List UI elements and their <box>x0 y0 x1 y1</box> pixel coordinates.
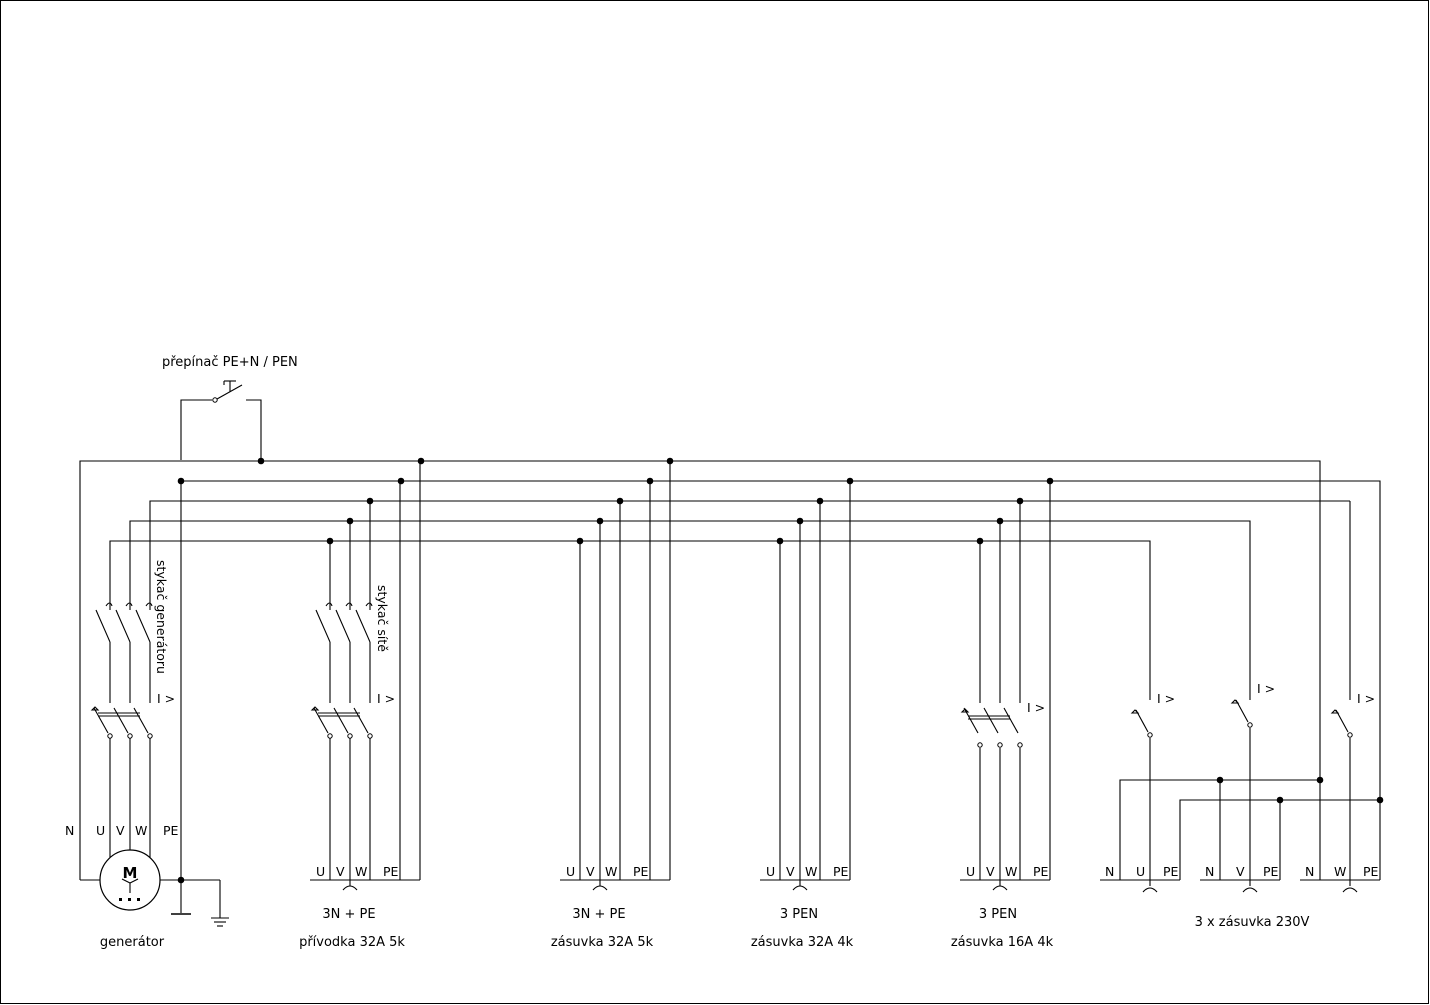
bus-lines <box>79 460 1381 880</box>
contactor-generator-label: stykač generátoru <box>154 560 169 674</box>
s230-3-overcurrent: I > <box>1357 691 1375 706</box>
overcurrent-label: I > <box>157 691 175 706</box>
s1-terminal-w: W <box>605 864 617 879</box>
socket2-caption-top: 3 PEN <box>780 907 818 922</box>
contactor-grid-label: stykač sítě <box>375 585 390 652</box>
inlet-overcurrent-label: I > <box>377 691 395 706</box>
socket3-caption-bottom: zásuvka 16A 4k <box>951 935 1054 950</box>
s230-3-terminal-w: W <box>1334 864 1346 879</box>
s230-2-overcurrent: I > <box>1257 681 1275 696</box>
junction-dots <box>177 457 1384 884</box>
generator-caption: generátor <box>100 935 165 950</box>
motor-letter: M <box>123 864 138 882</box>
socket1-caption-bottom: zásuvka 32A 5k <box>551 935 654 950</box>
s2-terminal-pe: PE <box>833 864 849 879</box>
inlet-caption-top: 3N + PE <box>322 907 375 922</box>
socket-16a-4k: I > U V W PE 3 PEN zásuvka 16A 4k <box>951 481 1054 950</box>
generator-group: stykač generátoru I > N U V W PE M <box>65 481 229 950</box>
switch-label: přepínač PE+N / PEN <box>162 355 298 370</box>
sockets-230v: I > I > I > N U PE N V PE N W PE 3 x zás… <box>1050 500 1380 930</box>
inlet-terminal-w: W <box>355 864 367 879</box>
s1-terminal-pe: PE <box>633 864 649 879</box>
s3-overcurrent-label: I > <box>1027 700 1045 715</box>
s2-terminal-u: U <box>766 864 775 879</box>
s2-terminal-w: W <box>805 864 817 879</box>
generator-motor-icon <box>99 849 161 911</box>
pe-pen-switch: přepínač PE+N / PEN <box>162 355 298 461</box>
s1-terminal-v: V <box>586 864 595 879</box>
s3-terminal-pe: PE <box>1033 864 1049 879</box>
s2-terminal-v: V <box>786 864 795 879</box>
gen-terminal-w: W <box>135 823 147 838</box>
inlet-terminal-u: U <box>316 864 325 879</box>
socket-32a-4k: U V W PE 3 PEN zásuvka 32A 4k <box>751 481 854 950</box>
s230-2-terminal-pe: PE <box>1263 864 1279 879</box>
s230-1-overcurrent: I > <box>1157 691 1175 706</box>
gen-terminal-v: V <box>116 823 125 838</box>
inlet-group: stykač sítě I > U V W PE 3N + PE přívodk… <box>299 461 421 950</box>
s1-terminal-u: U <box>566 864 575 879</box>
s230-2-terminal-n: N <box>1205 864 1214 879</box>
sockets230-caption: 3 x zásuvka 230V <box>1195 915 1310 930</box>
gen-terminal-n: N <box>65 823 74 838</box>
socket2-caption-bottom: zásuvka 32A 4k <box>751 935 854 950</box>
s230-3-terminal-pe: PE <box>1363 864 1379 879</box>
socket3-caption-top: 3 PEN <box>979 907 1017 922</box>
inlet-caption-bottom: přívodka 32A 5k <box>299 935 405 950</box>
s3-terminal-u: U <box>966 864 975 879</box>
s230-1-terminal-pe: PE <box>1163 864 1179 879</box>
inlet-terminal-pe: PE <box>383 864 399 879</box>
gen-terminal-pe: PE <box>163 823 179 838</box>
s230-3-terminal-n: N <box>1305 864 1314 879</box>
inlet-terminal-v: V <box>336 864 345 879</box>
s230-1-terminal-n: N <box>1105 864 1114 879</box>
s3-terminal-w: W <box>1005 864 1017 879</box>
socket1-caption-top: 3N + PE <box>572 907 625 922</box>
s230-2-terminal-v: V <box>1236 864 1245 879</box>
socket-32a-5k: U V W PE 3N + PE zásuvka 32A 5k <box>551 461 671 950</box>
gen-terminal-u: U <box>96 823 105 838</box>
s3-terminal-v: V <box>986 864 995 879</box>
s230-1-terminal-u: U <box>1136 864 1145 879</box>
